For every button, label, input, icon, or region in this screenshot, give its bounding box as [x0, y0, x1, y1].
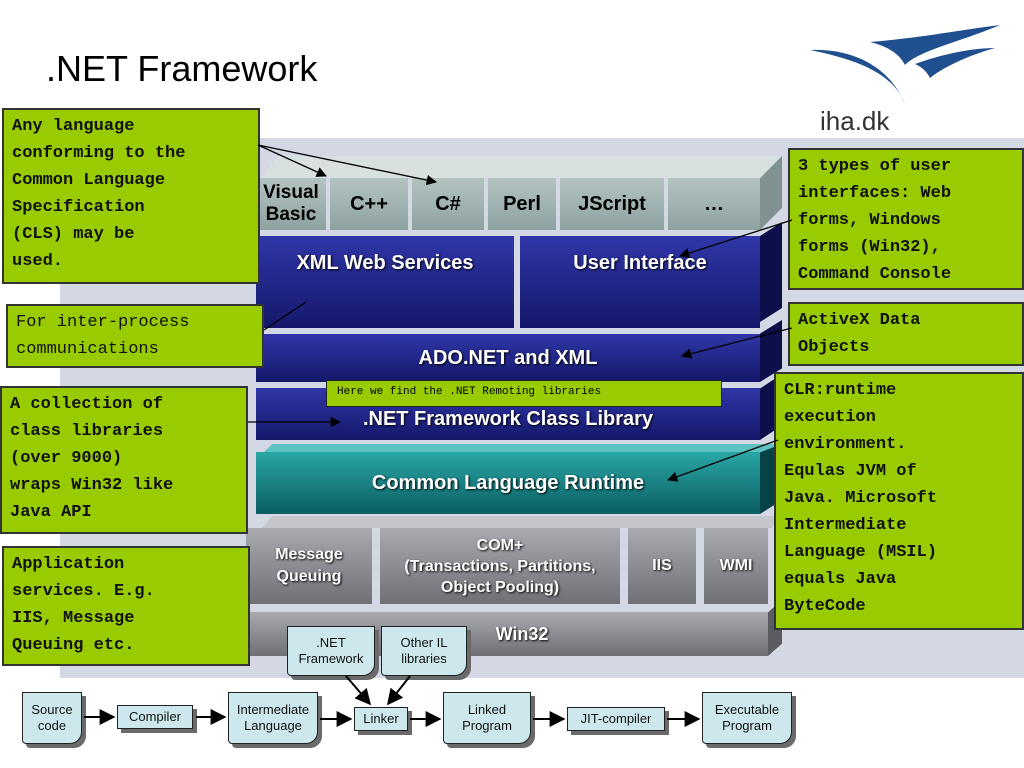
language-csharp: C# [412, 178, 484, 230]
clr-layer-top [262, 444, 782, 454]
flow-linked-program: Linked Program [443, 692, 531, 744]
ui-layer-side [760, 222, 782, 322]
message-queuing-layer: Message Queuing [246, 528, 372, 604]
callout-application-services: Application services. E.g. IIS, Message … [2, 546, 250, 666]
flow-executable-program: Executable Program [702, 692, 792, 744]
language-jscript: JScript [560, 178, 664, 230]
callout-class-libraries: A collection of class libraries (over 90… [0, 386, 248, 534]
arrow-to-user-interface [679, 219, 793, 259]
logo-text: iha.dk [820, 106, 890, 136]
xml-web-services-layer: XML Web Services [256, 236, 514, 328]
iis-layer: IIS [628, 528, 696, 604]
flow-compiler: Compiler [117, 705, 193, 729]
arrow-to-clr [667, 439, 779, 482]
ado-layer-side [760, 320, 782, 382]
wmi-layer: WMI [704, 528, 768, 604]
flow-other-il-libraries: Other IL libraries [381, 626, 467, 676]
language-perl: Perl [488, 178, 556, 230]
language-visual-basic: Visual Basic [256, 178, 326, 230]
callout-clr: CLR:runtime execution environment. Equla… [774, 372, 1024, 630]
logo-wings-icon [810, 25, 1000, 105]
arrow-to-xml-web-services [263, 301, 307, 331]
arrow-to-ado-net [680, 327, 793, 359]
callout-inter-process: For inter-process communications [6, 304, 264, 368]
flow-intermediate-language: Intermediate Language [228, 692, 318, 744]
iha-logo: iha.dk [810, 20, 1010, 136]
arrow-to-visual-basic [257, 144, 327, 177]
arrow-libraries-to-linker [387, 675, 411, 706]
flow-linker: Linker [354, 707, 408, 731]
callout-any-language: Any language conforming to the Common La… [2, 108, 260, 284]
arrow-to-csharp [257, 144, 438, 186]
language-row-side [760, 156, 782, 230]
callout-activex: ActiveX Data Objects [788, 302, 1024, 366]
ado-net-layer: ADO.NET and XML [256, 334, 760, 382]
user-interface-layer: User Interface [520, 236, 760, 328]
language-more: … [668, 178, 760, 230]
services-row-top [262, 516, 782, 528]
flow-jit-compiler: JIT-compiler [567, 707, 665, 731]
com-plus-layer: COM+ (Transactions, Partitions, Object P… [380, 528, 620, 604]
flow-source-code: Source code [22, 692, 82, 744]
flow-net-framework: .NET Framework [287, 626, 375, 676]
callout-ui-types: 3 types of user interfaces: Web forms, W… [788, 148, 1024, 290]
language-cpp: C++ [330, 178, 408, 230]
remoting-note: Here we find the .NET Remoting libraries [326, 380, 722, 407]
clr-layer: Common Language Runtime [256, 452, 760, 514]
arrow-framework-to-linker [345, 675, 372, 706]
page-title: .NET Framework [46, 48, 318, 89]
